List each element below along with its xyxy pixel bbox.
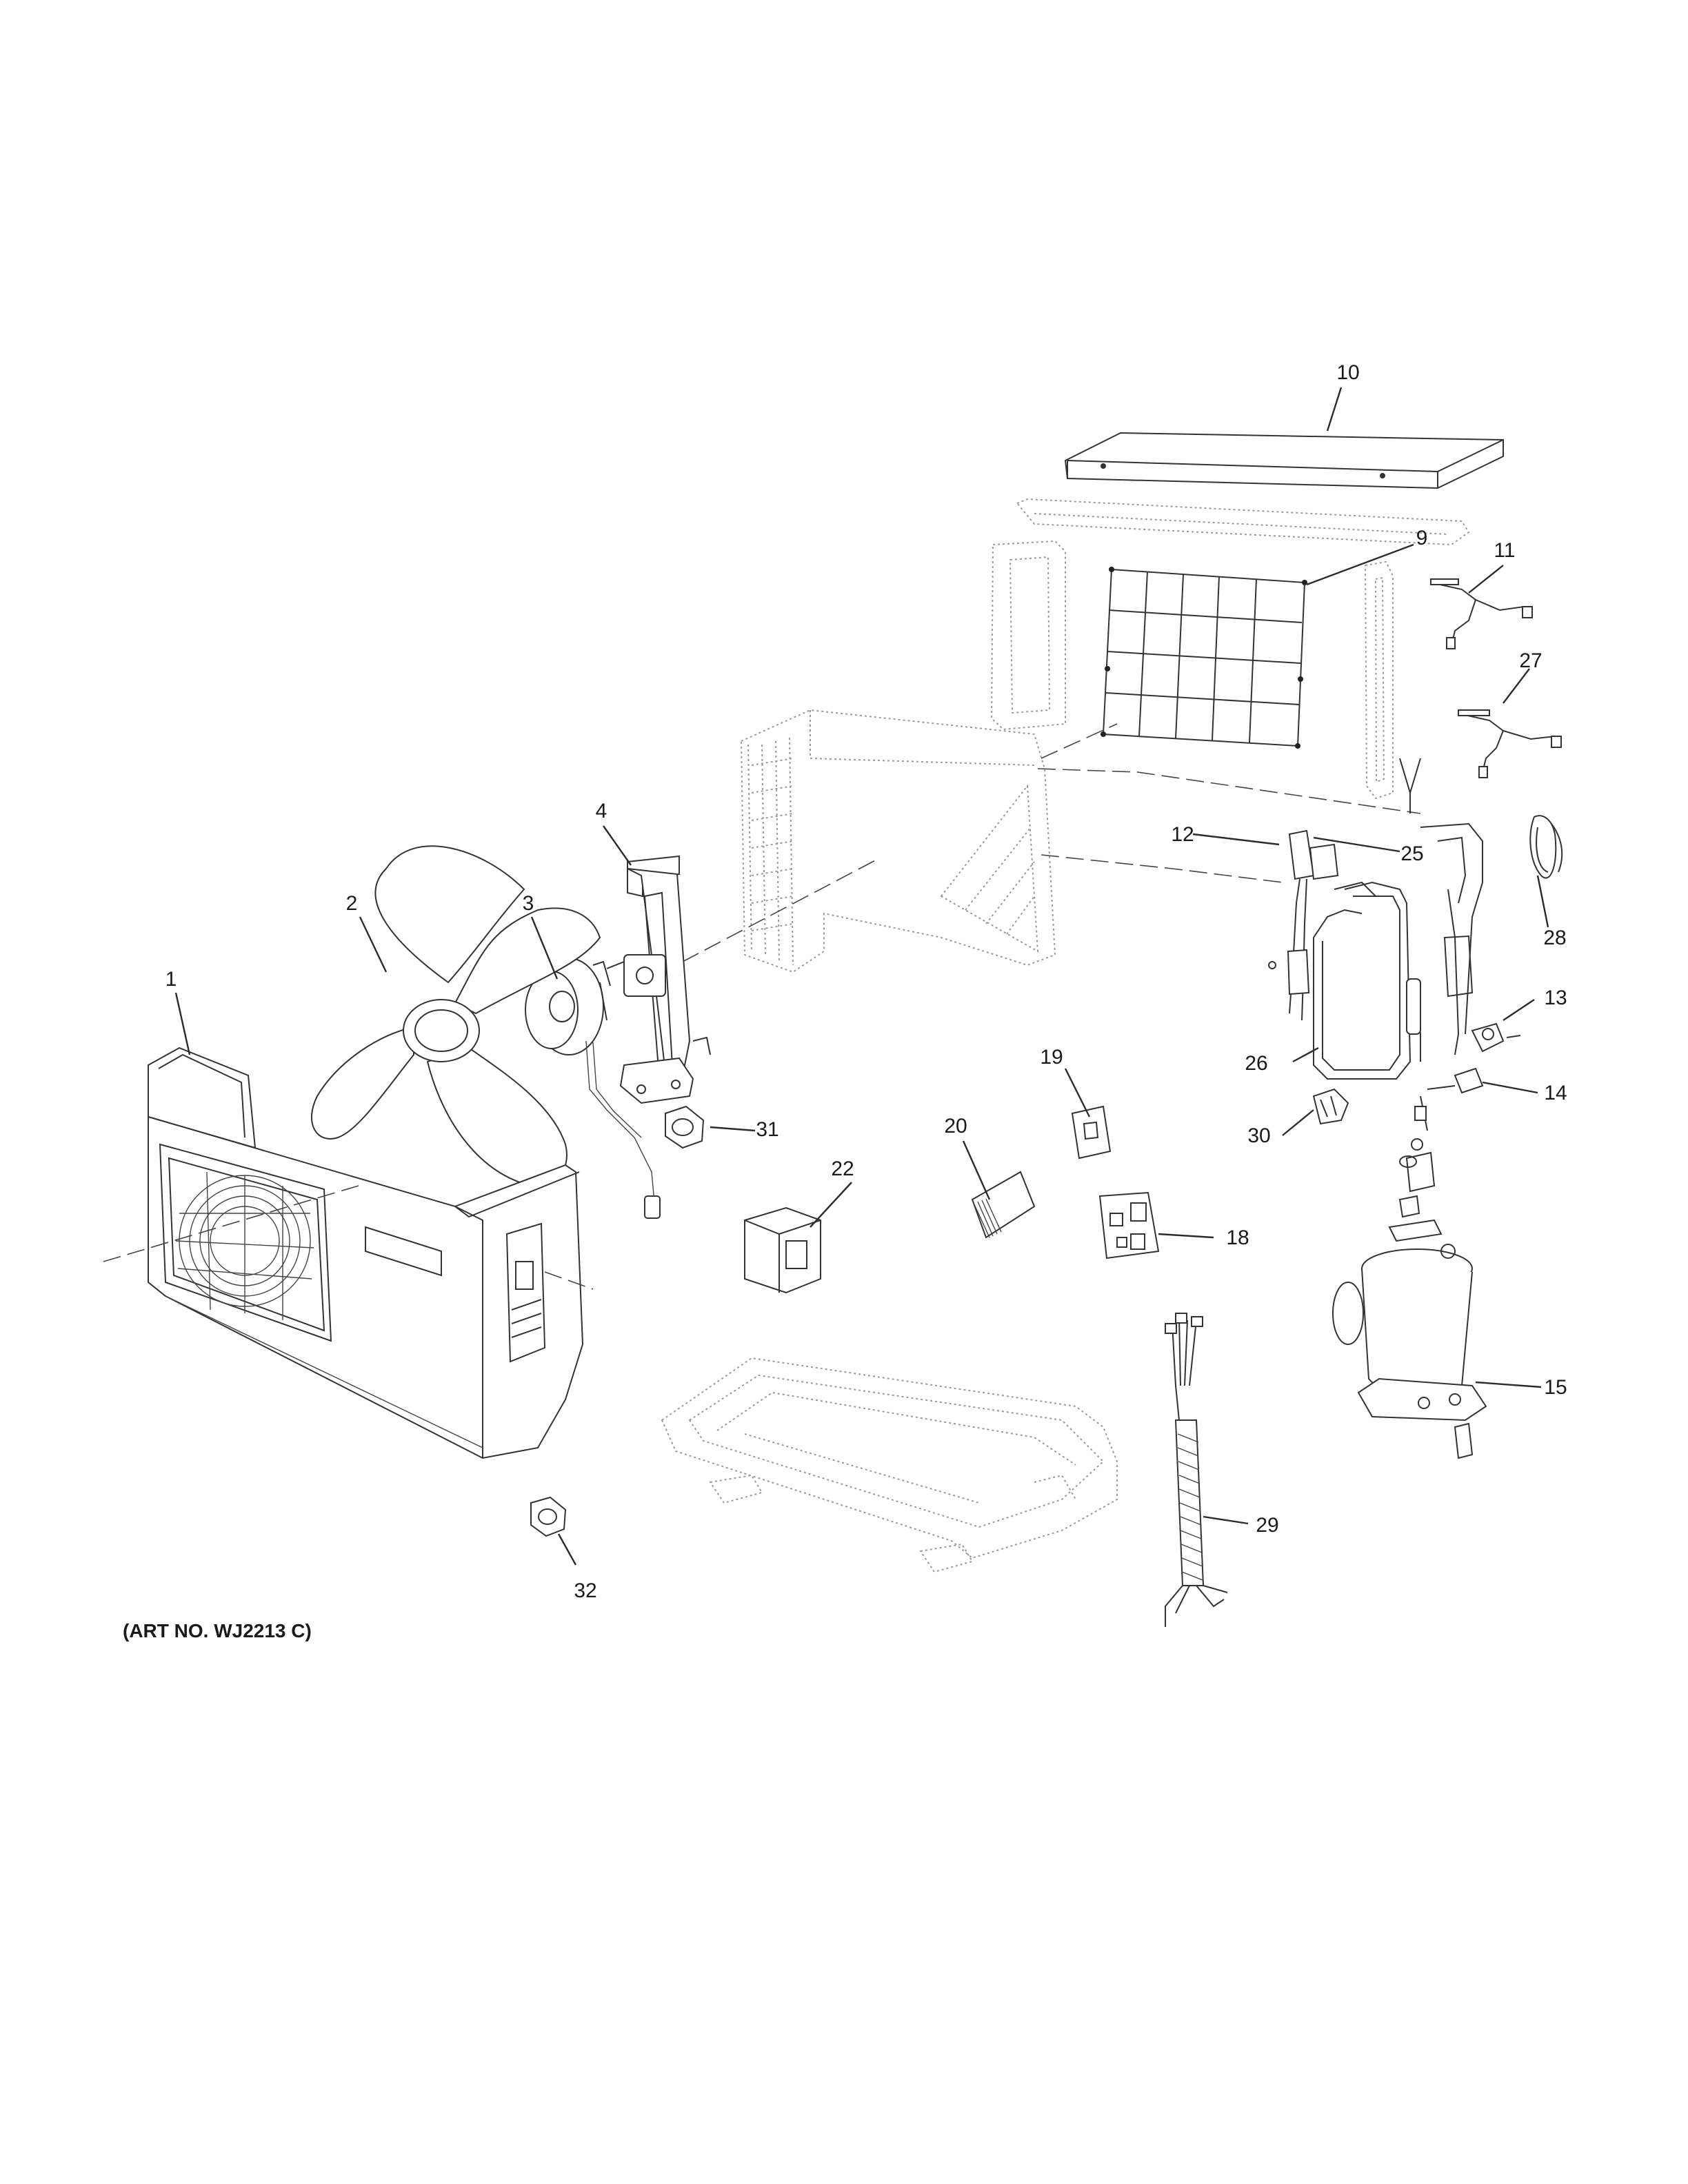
base-pan-part — [661, 1357, 1118, 1573]
callout-32: 32 — [574, 1579, 596, 1602]
callout-1: 1 — [165, 968, 177, 991]
leader-lines — [174, 387, 1549, 1566]
side-panel-right-part — [1364, 560, 1394, 800]
callout-29: 29 — [1256, 1514, 1278, 1537]
callout-28: 28 — [1543, 927, 1566, 949]
callout-18: 18 — [1226, 1226, 1249, 1249]
callout-4: 4 — [596, 800, 607, 822]
condenser-coil-part — [740, 709, 1056, 973]
callout-26: 26 — [1245, 1052, 1267, 1075]
nut-31-part — [665, 1105, 705, 1149]
small-board-part — [1071, 1105, 1112, 1160]
wire-harness-part — [1165, 1313, 1228, 1627]
sensor-wire-27-part — [1399, 709, 1562, 813]
callout-19: 19 — [1040, 1046, 1063, 1069]
front-case-part — [148, 1046, 584, 1459]
coil-wire-28-part — [1529, 815, 1563, 879]
callout-13: 13 — [1544, 987, 1567, 1009]
reversing-valve-assembly-part — [1268, 822, 1521, 1131]
callout-11: 11 — [1494, 539, 1515, 562]
callout-12: 12 — [1171, 823, 1194, 846]
top-rail-part — [1016, 498, 1470, 546]
callout-10: 10 — [1336, 361, 1359, 384]
compressor-part — [1332, 1138, 1487, 1459]
side-panel-left-part — [990, 540, 1066, 731]
top-cover-part — [1064, 432, 1504, 489]
callout-30: 30 — [1247, 1124, 1270, 1147]
callout-15: 15 — [1544, 1376, 1567, 1399]
main-board-part — [1098, 1191, 1160, 1260]
callout-27: 27 — [1519, 649, 1542, 672]
callout-14: 14 — [1544, 1082, 1567, 1104]
fan-blade-part — [310, 845, 601, 1188]
callout-31: 31 — [756, 1118, 778, 1141]
fan-motor-part — [525, 958, 661, 1219]
callout-20: 20 — [944, 1115, 967, 1138]
control-box-part — [744, 1206, 821, 1294]
motor-bracket-part — [619, 855, 711, 1104]
sensor-wire-11-part — [1430, 578, 1533, 649]
callout-22: 22 — [831, 1157, 854, 1180]
art-number-label: (ART NO. WJ2213 C) — [123, 1620, 312, 1641]
callout-25: 25 — [1400, 842, 1423, 865]
terminal-board-part — [971, 1171, 1036, 1239]
rear-grille-part — [1101, 567, 1307, 749]
callout-9: 9 — [1416, 527, 1428, 549]
nut-32-part — [530, 1496, 567, 1537]
callout-3: 3 — [523, 892, 534, 915]
callout-2: 2 — [346, 892, 358, 915]
small-block-30-part — [1312, 1088, 1349, 1125]
